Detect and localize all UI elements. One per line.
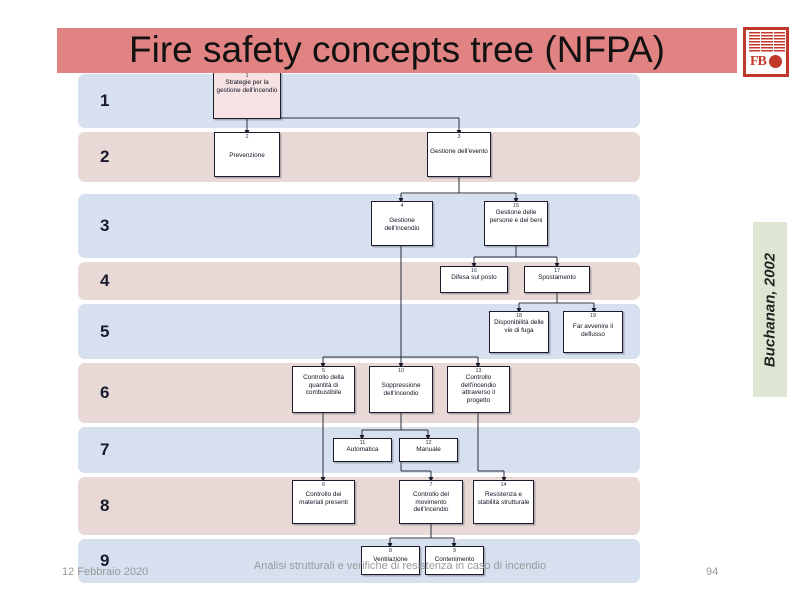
tree-node-6-id: 6 xyxy=(321,482,326,488)
tree-node-3[interactable]: 3 Gestione dell'evento xyxy=(427,132,491,177)
tree-node-8-id: 8 xyxy=(388,548,393,554)
row-number-6: 6 xyxy=(100,383,110,402)
tree-node-13-label: Controllo dell'incendio attraverso il pr… xyxy=(461,374,496,404)
logo-dot-icon xyxy=(769,55,782,68)
row-band-9: 9 xyxy=(78,539,640,583)
tree-node-3-label: Gestione dell'evento xyxy=(430,148,488,155)
tree-node-19-label: Far avvenire il deflusso xyxy=(572,323,614,338)
tree-node-1-id: 1 xyxy=(245,73,249,79)
row-number-1: 1 xyxy=(100,91,110,110)
page-title: Fire safety concepts tree (NFPA) xyxy=(129,29,665,70)
tree-node-17[interactable]: 17 Spostamento xyxy=(524,266,590,293)
tree-node-12[interactable]: 12 Manuale xyxy=(399,438,458,462)
tree-node-15-label: Gestione delle persone e dei beni xyxy=(489,209,543,224)
tree-node-5-label: Controllo della quantità di combustibile xyxy=(303,374,344,397)
tree-node-9[interactable]: 9 Contenimento xyxy=(425,546,484,575)
footer-date: 12 Febbraio 2020 xyxy=(62,566,149,578)
row-band-2: 2 xyxy=(78,132,640,182)
row-number-8: 8 xyxy=(100,496,110,515)
logo-monogram: FB xyxy=(750,54,767,69)
tree-node-6-label: Controllo dei materiali presenti xyxy=(299,491,348,506)
source-note-label: Buchanan, 2002 xyxy=(761,252,779,367)
tree-node-14-label: Resistenza e stabilità strutturale xyxy=(477,491,530,506)
logo-seal-icon xyxy=(749,32,785,52)
tree-node-18-id: 18 xyxy=(515,313,523,319)
row-band-6: 6 xyxy=(78,363,640,423)
tree-node-16-label: Difesa sul posto xyxy=(451,274,497,281)
tree-node-7-label: Controllo del movimento dell'incendio xyxy=(413,491,449,514)
tree-node-11-id: 11 xyxy=(359,440,366,446)
tree-node-7-id: 7 xyxy=(429,482,433,488)
row-number-4: 4 xyxy=(100,271,110,290)
row-band-8: 8 xyxy=(78,477,640,535)
tree-node-11[interactable]: 11 Automatica xyxy=(333,438,392,462)
tree-node-12-label: Manuale xyxy=(416,446,441,453)
tree-node-2-label: Prevenzione xyxy=(229,152,265,159)
tree-node-18[interactable]: 18 Disponibilità delle vie di fuga xyxy=(489,311,549,353)
tree-node-3-id: 3 xyxy=(457,134,461,140)
tree-node-2-id: 2 xyxy=(245,134,249,140)
tree-node-9-label: Contenimento xyxy=(434,556,475,563)
tree-node-2[interactable]: 2 Prevenzione xyxy=(214,132,280,177)
tree-node-19-id: 19 xyxy=(589,313,597,319)
footer-page-number: 94 xyxy=(706,566,719,578)
tree-node-10[interactable]: 10 Soppressione dell'incendio xyxy=(369,366,433,413)
title-band xyxy=(57,28,737,73)
row-number-7: 7 xyxy=(100,440,110,459)
row-number-9: 9 xyxy=(100,551,110,570)
tree-node-5-id: 5 xyxy=(321,368,326,374)
tree-node-13[interactable]: 13 Controllo dell'incendio attraverso il… xyxy=(447,366,510,413)
tree-node-6[interactable]: 6 Controllo dei materiali presenti xyxy=(292,480,355,524)
tree-node-18-label: Disponibilità delle vie di fuga xyxy=(494,319,544,334)
tree-node-4[interactable]: 4 Gestione dell'incendio xyxy=(371,201,433,246)
tree-node-1[interactable]: 1 Strategie per la gestione dell'incendi… xyxy=(213,71,281,119)
institution-logo: FB xyxy=(743,27,789,77)
tree-node-11-label: Automatica xyxy=(346,446,379,453)
row-number-3: 3 xyxy=(100,216,110,235)
tree-node-15[interactable]: 15 Gestione delle persone e dei beni xyxy=(484,201,548,246)
tree-node-10-id: 10 xyxy=(397,368,405,374)
tree-node-17-label: Spostamento xyxy=(538,274,576,281)
tree-node-8[interactable]: 8 Ventilazione xyxy=(361,546,420,575)
tree-node-1-label: Strategie per la gestione dell'incendio xyxy=(216,79,278,94)
row-number-2: 2 xyxy=(100,147,110,166)
tree-node-12-id: 12 xyxy=(425,440,432,446)
tree-node-4-label: Gestione dell'incendio xyxy=(384,217,420,232)
row-number-5: 5 xyxy=(100,321,110,341)
tree-node-9-id: 9 xyxy=(452,548,457,554)
tree-node-16[interactable]: 16 Difesa sul posto xyxy=(440,266,508,293)
tree-node-13-id: 13 xyxy=(475,368,482,374)
row-band-1: 1 xyxy=(78,74,640,128)
footer-subject: Analisi strutturali e verifiche di resis… xyxy=(253,560,547,572)
tree-node-14-id: 14 xyxy=(500,482,507,488)
tree-node-4-id: 4 xyxy=(400,203,404,209)
tree-node-19[interactable]: 19 Far avvenire il deflusso xyxy=(563,311,623,353)
tree-node-5[interactable]: 5 Controllo della quantità di combustibi… xyxy=(292,366,355,413)
tree-node-7[interactable]: 7 Controllo del movimento dell'incendio xyxy=(399,480,463,524)
tree-node-15-id: 15 xyxy=(512,203,520,209)
tree-node-17-id: 17 xyxy=(553,268,561,274)
tree-node-10-label: Soppressione dell'incendio xyxy=(381,382,421,397)
tree-node-14[interactable]: 14 Resistenza e stabilità strutturale xyxy=(473,480,534,524)
source-note: Buchanan, 2002 xyxy=(753,222,787,397)
tree-node-16-id: 16 xyxy=(470,268,478,274)
tree-node-8-label: Ventilazione xyxy=(373,556,408,563)
